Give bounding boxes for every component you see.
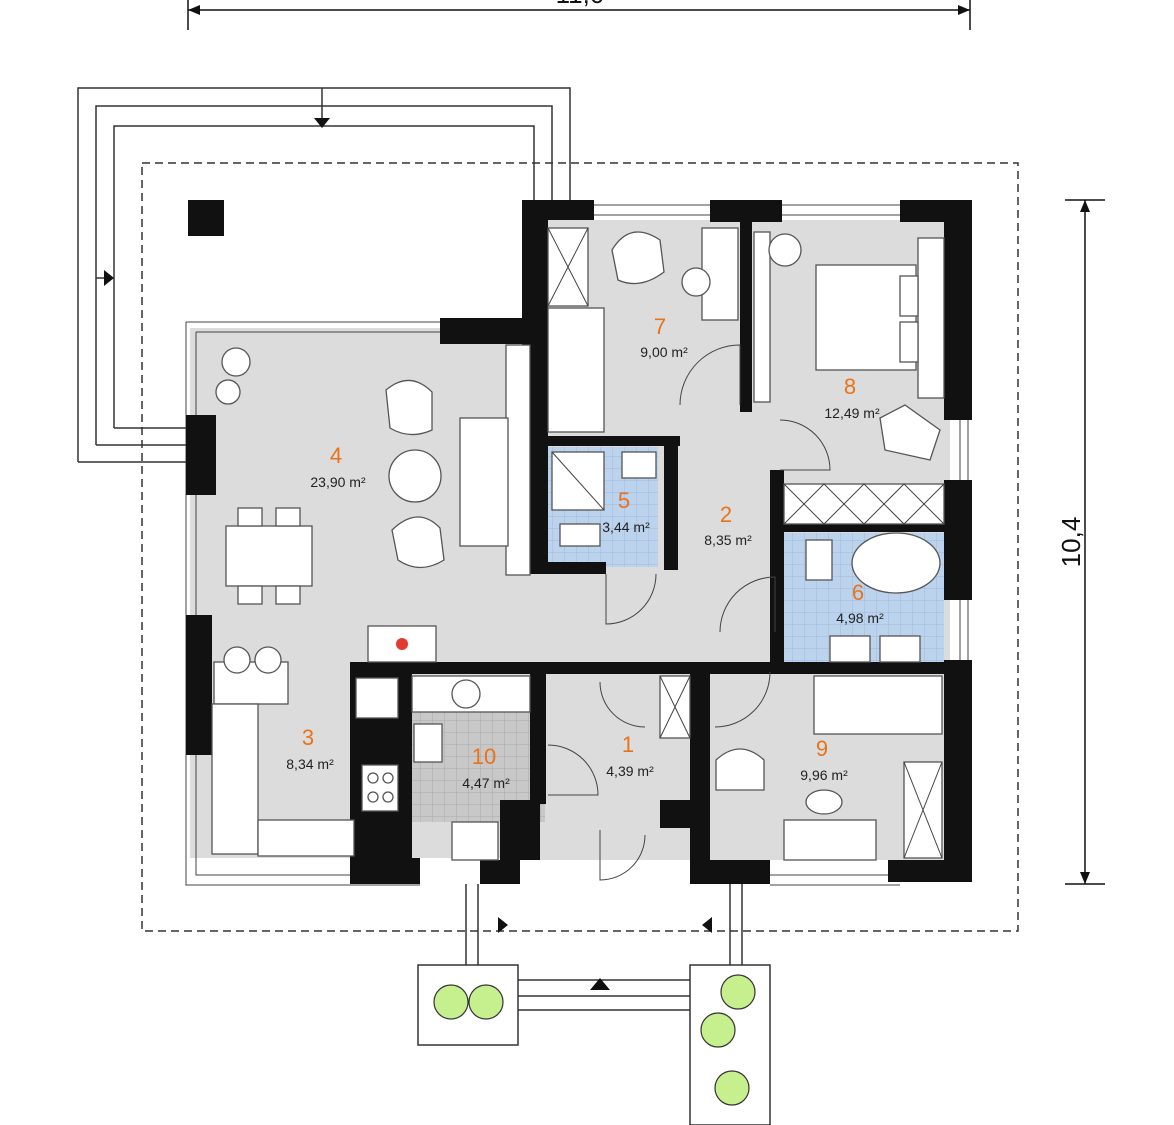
svg-text:2: 2 xyxy=(720,502,732,527)
room-label-7: 7 9,00 m² xyxy=(640,314,688,360)
svg-text:3: 3 xyxy=(302,725,314,750)
top-dimension: 11,0 xyxy=(187,0,971,30)
svg-text:8,34 m²: 8,34 m² xyxy=(286,756,334,772)
terrace-pergola xyxy=(77,87,571,463)
room-label-2: 2 8,35 m² xyxy=(704,502,752,548)
chimney-block xyxy=(188,200,224,236)
room-label-3: 3 8,34 m² xyxy=(286,725,334,772)
room-label-1: 1 4,39 m² xyxy=(606,732,654,779)
svg-text:9: 9 xyxy=(816,736,828,761)
door-swings xyxy=(547,344,831,881)
svg-text:23,90 m²: 23,90 m² xyxy=(310,474,366,490)
svg-text:6: 6 xyxy=(852,580,864,605)
top-dimension-label: 11,0 xyxy=(556,0,605,9)
room-label-10: 10 4,47 m² xyxy=(462,744,510,791)
svg-text:8: 8 xyxy=(844,374,856,399)
svg-text:1: 1 xyxy=(622,732,634,757)
terrace-arrow-right-icon xyxy=(104,270,114,286)
terrace-arrow-down-icon xyxy=(314,118,330,128)
room-label-5: 5 3,44 m² xyxy=(602,488,650,535)
svg-text:10: 10 xyxy=(472,744,496,769)
entrance-path xyxy=(417,884,771,1125)
right-dimension-label: 10,4 xyxy=(1056,517,1086,568)
svg-text:4,98 m²: 4,98 m² xyxy=(836,610,884,626)
svg-text:7: 7 xyxy=(654,314,666,339)
svg-text:4,39 m²: 4,39 m² xyxy=(606,763,654,779)
svg-text:3,44 m²: 3,44 m² xyxy=(602,519,650,535)
room-label-8: 8 12,49 m² xyxy=(824,374,880,421)
planter-shrubs xyxy=(433,974,756,1106)
entrance-arrow-up-icon xyxy=(590,978,610,990)
outer-wall-lines xyxy=(185,204,969,886)
svg-text:9,00 m²: 9,00 m² xyxy=(640,344,688,360)
room-label-6: 6 4,98 m² xyxy=(836,580,884,626)
room-label-4: 4 23,90 m² xyxy=(310,443,366,490)
furniture xyxy=(211,227,945,861)
svg-text:9,96 m²: 9,96 m² xyxy=(800,767,848,783)
svg-text:5: 5 xyxy=(618,488,630,513)
roof-outline xyxy=(141,162,1019,932)
svg-text:12,49 m²: 12,49 m² xyxy=(824,405,880,421)
room-label-9: 9 9,96 m² xyxy=(800,736,848,783)
entrance-arrow-left-icon xyxy=(702,917,712,933)
walls xyxy=(186,200,972,884)
svg-text:8,35 m²: 8,35 m² xyxy=(704,532,752,548)
right-dimension: 10,4 xyxy=(1056,199,1105,885)
svg-text:4,47 m²: 4,47 m² xyxy=(462,775,510,791)
entrance-arrow-right-icon xyxy=(498,917,508,933)
svg-text:4: 4 xyxy=(330,443,342,468)
